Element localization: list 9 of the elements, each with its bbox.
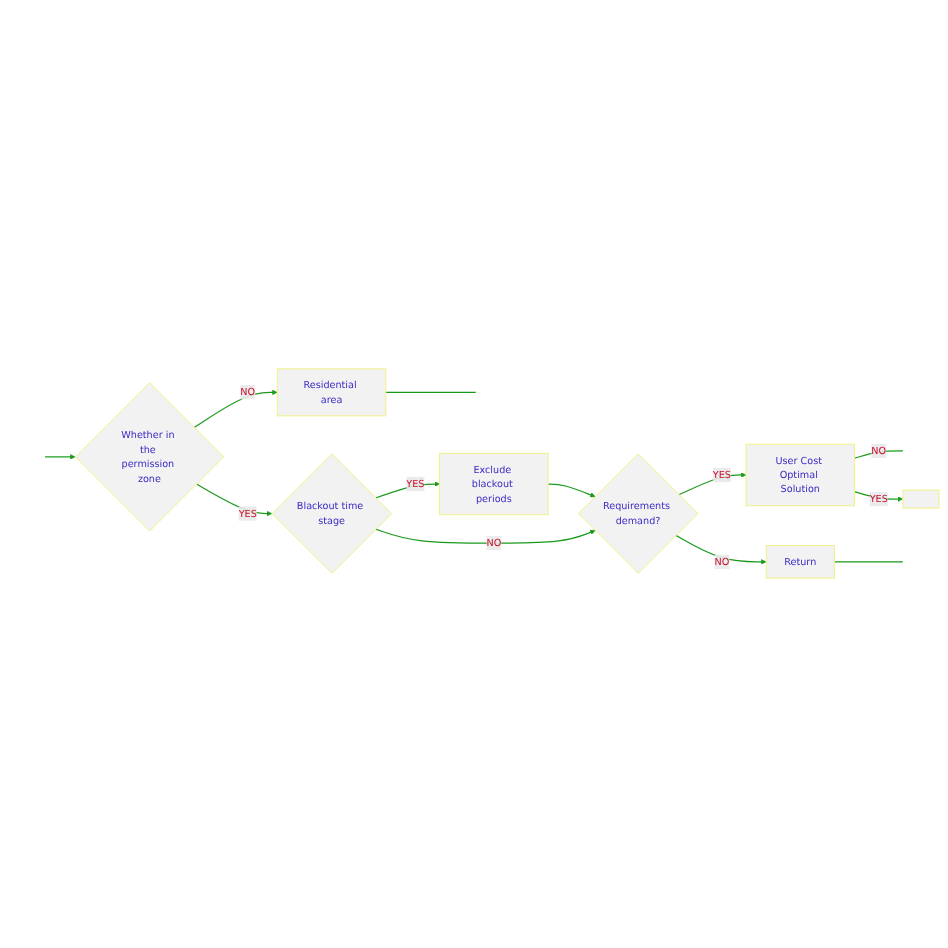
arrow [375, 529, 596, 545]
node-box [902, 490, 940, 510]
arrow [678, 472, 747, 496]
arrow [547, 483, 596, 498]
connector [833, 561, 904, 563]
arrow [44, 454, 76, 461]
arrow [675, 535, 767, 565]
connector [385, 392, 477, 394]
arrow [193, 390, 278, 429]
